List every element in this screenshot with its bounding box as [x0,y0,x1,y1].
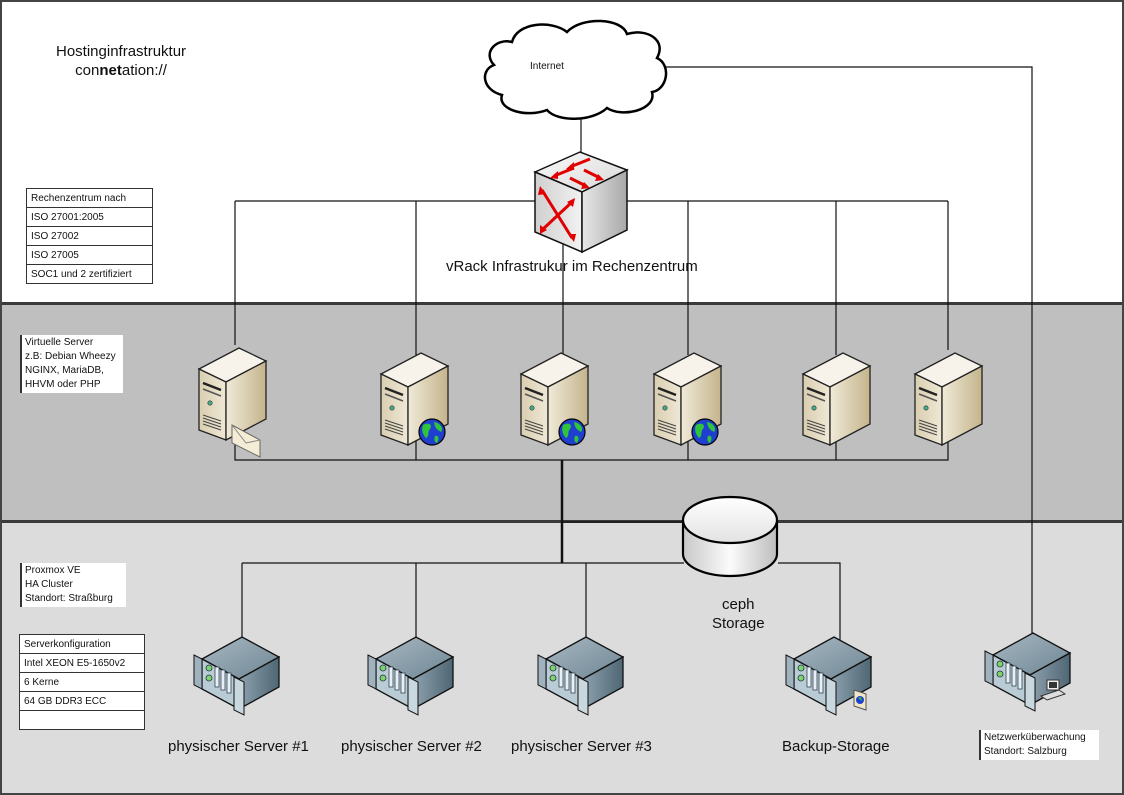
backup-server-icon [784,632,876,729]
virtual-server-icon [196,345,271,465]
backup-media-icon [853,689,867,711]
physical-server-label: physischer Server #1 [168,738,309,755]
server-config-table: Serverkonfiguration Intel XEON E5-1650v2… [19,634,145,730]
brand-bold: net [99,62,122,79]
storage-label-line: ceph [722,596,755,613]
note-line: z.B: Debian Wheezy [25,351,116,362]
config-row: 64 GB DDR3 ECC [19,691,145,711]
config-row [19,710,145,730]
virtual-servers-note: Virtuelle Server z.B: Debian Wheezy NGIN… [20,335,123,393]
internet-label: Internet [530,61,564,72]
note-line: Standort: Salzburg [984,746,1067,757]
note-line: HHVM oder PHP [25,379,101,390]
workstation-icon [1039,679,1067,701]
virtual-server-icon [800,350,875,470]
note-line: HA Cluster [25,579,73,590]
storage-label-line: Storage [712,615,765,632]
network-switch-icon [533,151,629,254]
certifications-table: Rechenzentrum nach ISO 27001:2005 ISO 27… [26,188,153,284]
config-row: 6 Kerne [19,672,145,692]
cert-row: SOC1 und 2 zertifiziert [26,264,153,284]
physical-server-label: physischer Server #2 [341,738,482,755]
cluster-note: Proxmox VE HA Cluster Standort: Straßbur… [20,563,126,607]
wire-backup [778,562,841,640]
virtual-server-icon [651,350,726,470]
wire-internet-monitoring [653,66,1033,660]
physical-server-label: physischer Server #3 [511,738,652,755]
mail-envelope-icon [231,424,261,458]
brand-name: connetation:// [56,61,186,80]
globe-icon [691,418,719,446]
cert-row: ISO 27001:2005 [26,207,153,227]
cert-row: ISO 27005 [26,245,153,265]
monitoring-note: Netzwerküberwachung Standort: Salzburg [979,730,1099,760]
note-line: Standort: Straßburg [25,593,113,604]
globe-icon [418,418,446,446]
config-row: Intel XEON E5-1650v2 [19,653,145,673]
diagram-title: Hostinginfrastruktur connetation:// [56,42,186,80]
title-line: Hostinginfrastruktur [56,43,187,60]
note-line: Netzwerküberwachung [984,732,1086,743]
cert-row: Rechenzentrum nach [26,188,153,208]
physical-server-label: Backup-Storage [782,738,890,755]
brand-prefix: con [75,62,100,79]
switch-label: vRack Infrastrukur im Rechenzentrum [446,258,698,275]
storage-cylinder-icon [681,495,779,578]
virtual-server-icon [378,350,453,470]
physical-server-icon [192,632,284,729]
internet-cloud-icon [483,19,668,120]
virtual-server-icon [912,350,987,470]
config-row: Serverkonfiguration [19,634,145,654]
wire-vs-bottom-bus [234,440,949,461]
note-line: NGINX, MariaDB, [25,365,104,376]
note-line: Proxmox VE [25,565,81,576]
note-line: Virtuelle Server [25,337,94,348]
brand-suffix: ation:// [121,62,167,79]
physical-server-icon [536,632,628,729]
virtual-server-icon [518,350,593,470]
globe-icon [558,418,586,446]
monitoring-server-icon [983,628,1075,725]
physical-server-icon [366,632,458,729]
band-divider [0,302,1124,305]
storage-label: ceph Storage [712,595,765,633]
cert-row: ISO 27002 [26,226,153,246]
